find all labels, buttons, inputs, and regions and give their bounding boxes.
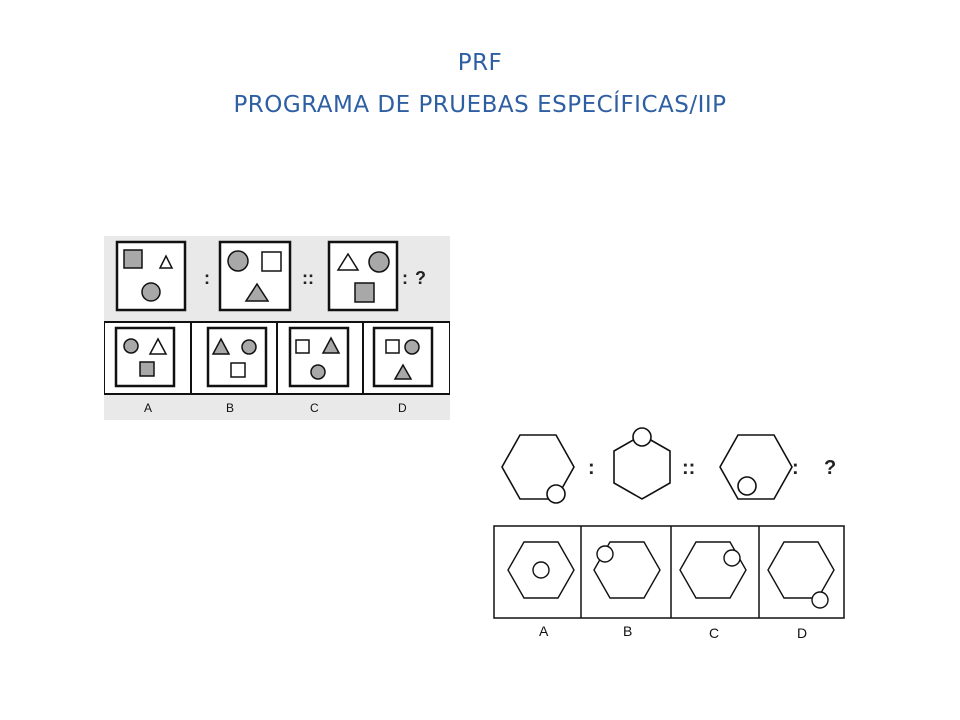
question-mark: ? [824,457,836,479]
option-d-figure[interactable] [767,541,835,609]
analogy-figure-3 [327,240,399,312]
analogy-colon: : [792,457,799,479]
option-a-label: A [539,623,549,639]
analogy-row: : :: : ? [501,427,836,504]
option-c-label: C [310,401,319,415]
analogy-figure-3 [719,434,793,500]
option-b-label: B [226,401,234,415]
analogy-figure-2 [613,427,671,500]
slide-title: PRF [457,50,503,76]
option-c-label: C [709,625,719,641]
option-a-figure[interactable] [507,541,575,599]
option-d-figure[interactable] [372,326,434,388]
option-a-figure[interactable] [114,326,176,388]
option-a-label: A [144,401,152,415]
answer-options: A B C D [104,321,450,415]
analogy-double-colon: :: [682,457,695,479]
hexagon-analogy-puzzle: : :: : ? A [493,427,845,641]
analogy-colon: : [402,268,408,288]
option-c-figure[interactable] [679,541,747,599]
option-b-label: B [623,623,632,639]
analogy-colon: : [588,457,595,479]
option-c-figure[interactable] [288,326,350,388]
option-d-label: D [398,401,407,415]
question-mark: ? [415,268,426,288]
option-b-figure[interactable] [206,326,268,388]
answer-options: A B C D [493,525,845,641]
option-b-figure[interactable] [593,541,661,599]
option-d-label: D [797,625,807,641]
analogy-figure-2 [218,240,292,312]
analogy-row: : :: : ? [115,240,426,312]
slide-subtitle: PROGRAMA DE PRUEBAS ESPECÍFICAS/IIP [233,92,727,118]
analogy-figure-1 [115,240,187,312]
analogy-figure-1 [501,434,575,504]
shape-analogy-puzzle: : :: : ? [104,236,450,420]
analogy-double-colon: :: [302,268,314,288]
analogy-colon: : [204,268,210,288]
